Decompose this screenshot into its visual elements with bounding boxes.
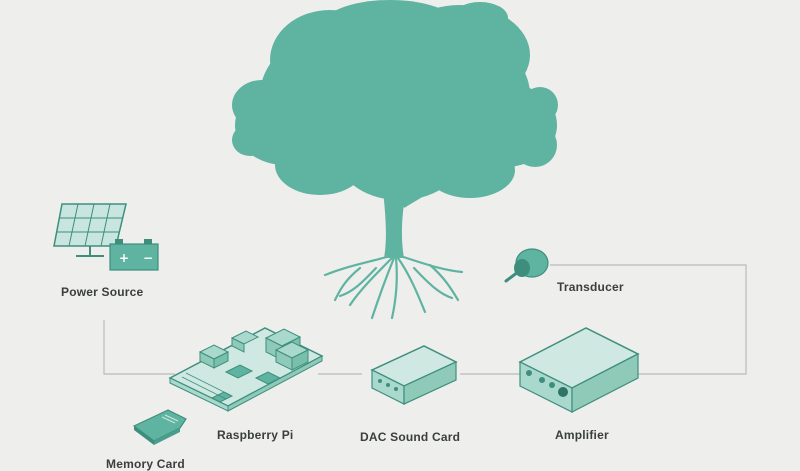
circuit-board-icon bbox=[168, 327, 324, 412]
connector-amp-to-transducer bbox=[550, 264, 747, 375]
memory-card-label: Memory Card bbox=[106, 457, 185, 471]
transducer-icon bbox=[504, 248, 549, 283]
power-source-label: Power Source bbox=[61, 285, 144, 299]
tree-icon bbox=[232, 0, 558, 320]
solar-panel-icon bbox=[53, 203, 127, 257]
svg-text:−: − bbox=[143, 251, 153, 265]
solar-panel-battery-icon: + − bbox=[53, 203, 159, 271]
connector-power-to-pi bbox=[103, 320, 175, 375]
amplifier-icon bbox=[518, 327, 640, 413]
battery-icon: + − bbox=[109, 239, 159, 271]
amplifier-label: Amplifier bbox=[555, 428, 609, 442]
raspberry-pi-label: Raspberry Pi bbox=[217, 428, 294, 442]
transducer-label: Transducer bbox=[557, 280, 624, 294]
dac-box-icon bbox=[370, 345, 458, 405]
sd-card-icon bbox=[132, 409, 187, 445]
connectors bbox=[103, 264, 747, 375]
dac-sound-card-label: DAC Sound Card bbox=[360, 430, 461, 444]
svg-text:+: + bbox=[119, 251, 129, 265]
